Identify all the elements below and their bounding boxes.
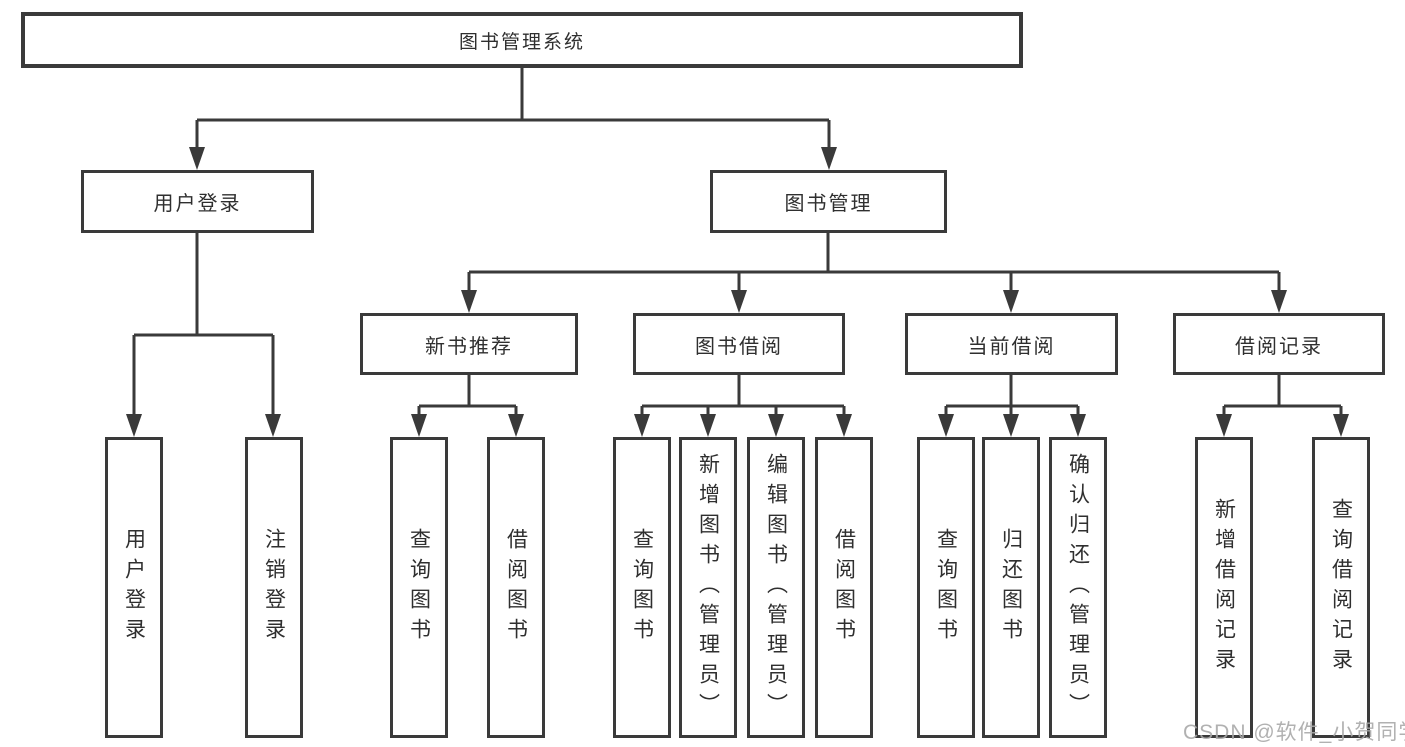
leaf-label: 查询图书: [407, 527, 431, 648]
node-root-label: 图书管理系统: [458, 31, 585, 53]
leaf-confirm-return-admin: 确认归还（管理员）: [1049, 437, 1107, 738]
leaf-user-login: 用户登录: [105, 437, 163, 738]
leaf-edit-book-admin: 编辑图书（管理员）: [747, 437, 805, 738]
arrowhead: [508, 414, 524, 437]
leaf-label: 借阅图书: [832, 527, 856, 648]
leaf-logout: 注销登录: [245, 437, 303, 738]
leaf-query-book-1: 查询图书: [390, 437, 448, 738]
node-label: 图书管理: [784, 193, 873, 215]
leaf-label: 注销登录: [262, 527, 286, 648]
arrowhead: [821, 147, 837, 170]
arrowhead: [461, 290, 477, 313]
arrowhead: [731, 290, 747, 313]
node-borrow-record: 借阅记录: [1173, 313, 1385, 375]
leaf-add-borrow-record: 新增借阅记录: [1195, 437, 1253, 738]
arrowhead: [411, 414, 427, 437]
arrowhead: [700, 414, 716, 437]
leaf-add-book-admin: 新增图书（管理员）: [679, 437, 737, 738]
node-label: 新书推荐: [425, 335, 513, 358]
leaf-label: 归还图书: [999, 527, 1023, 648]
leaf-label: 查询图书: [630, 527, 654, 648]
leaf-borrow-book-1: 借阅图书: [487, 437, 545, 738]
leaf-query-borrow-record: 查询借阅记录: [1312, 437, 1370, 738]
leaf-label: 新增图书（管理员）: [696, 452, 720, 723]
arrowhead: [938, 414, 954, 437]
arrowhead: [126, 414, 142, 437]
leaf-label: 用户登录: [122, 527, 146, 648]
node-label: 借阅记录: [1235, 335, 1323, 358]
node-current-borrow: 当前借阅: [905, 313, 1118, 375]
node-label: 当前借阅: [967, 335, 1056, 358]
leaf-borrow-book-2: 借阅图书: [815, 437, 873, 738]
node-new-book-recommend: 新书推荐: [360, 313, 578, 375]
leaf-label: 新增借阅记录: [1212, 497, 1236, 678]
leaf-label: 查询图书: [934, 527, 958, 648]
arrowhead: [1003, 290, 1019, 313]
leaf-query-book-3: 查询图书: [917, 437, 975, 738]
leaf-label: 查询借阅记录: [1329, 497, 1353, 678]
leaf-label: 确认归还（管理员）: [1066, 452, 1090, 723]
node-user-login-branch: 用户登录: [81, 170, 314, 233]
leaf-query-book-2: 查询图书: [613, 437, 671, 738]
node-label: 用户登录: [153, 193, 242, 215]
leaf-label: 编辑图书（管理员）: [764, 452, 788, 723]
arrowhead: [1003, 414, 1019, 437]
arrowhead: [265, 414, 281, 437]
arrowhead: [189, 147, 205, 170]
csdn-watermark: CSDN @软件_小贺同学: [1183, 721, 1405, 744]
arrowhead: [634, 414, 650, 437]
arrowhead: [1070, 414, 1086, 437]
node-book-management-branch: 图书管理: [710, 170, 947, 233]
node-label: 图书借阅: [695, 335, 783, 358]
arrowhead: [1271, 290, 1287, 313]
arrowhead: [768, 414, 784, 437]
leaf-return-book: 归还图书: [982, 437, 1040, 738]
node-book-borrow: 图书借阅: [633, 313, 845, 375]
arrowhead: [836, 414, 852, 437]
leaf-label: 借阅图书: [504, 527, 528, 648]
arrowhead: [1333, 414, 1349, 437]
arrowhead: [1216, 414, 1232, 437]
node-root-system: 图书管理系统: [21, 12, 1023, 68]
